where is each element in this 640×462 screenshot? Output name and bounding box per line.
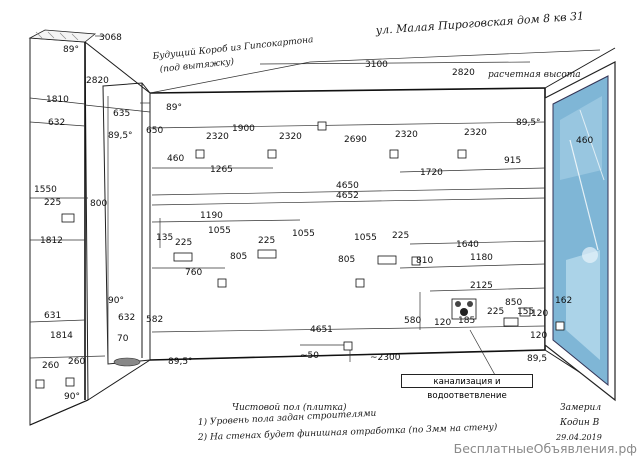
dim-4652: 4652	[336, 191, 359, 201]
dim-225a: 225	[44, 198, 61, 208]
dim-1055b: 1055	[292, 229, 315, 239]
dim-4650: 4650	[336, 181, 359, 191]
ceiling-height-note: расчетная высота	[488, 70, 581, 80]
socket-left	[61, 213, 75, 223]
signature-date: 29.04.2019	[555, 433, 602, 442]
dim-2820b: 2820	[452, 68, 475, 78]
address-text: ул. Малая Пироговская дом 8 кв 31	[374, 9, 584, 37]
watermark: БесплатныеОбъявления.рф	[453, 441, 637, 456]
sewer-legend-label: канализация и водоответвление	[401, 374, 533, 401]
dim-460b: 460	[576, 136, 593, 146]
dim-810: 810	[416, 256, 433, 266]
dim-1814: 1814	[50, 331, 73, 341]
dim-4651: 4651	[310, 325, 333, 335]
dim-2320c: 2320	[395, 130, 418, 140]
dim-120a: 120	[434, 318, 451, 328]
dim-760: 760	[185, 268, 202, 278]
dim-1180: 1180	[470, 253, 493, 263]
dim-225c: 225	[258, 236, 275, 246]
dim-120c: 120	[530, 331, 547, 341]
dim-89-5a: 89,5°	[108, 131, 133, 141]
dim-1720: 1720	[420, 168, 443, 178]
dim-1812: 1812	[40, 236, 63, 246]
dim-800: 800	[90, 199, 107, 209]
signature-name: Кодин В	[559, 418, 600, 428]
dim-89-5d: 89,5	[527, 354, 547, 364]
dim-3100: 3100	[365, 60, 388, 70]
dim-582: 582	[146, 315, 163, 325]
dim-90b: 90°	[64, 392, 80, 402]
dim-260a: 260	[42, 361, 59, 371]
socket-upper-center	[317, 121, 327, 131]
dim-631: 631	[44, 311, 61, 321]
dim-1810: 1810	[46, 95, 69, 105]
sockets	[35, 121, 565, 389]
dim-225e: 225	[487, 307, 504, 317]
dim-2690: 2690	[344, 135, 367, 145]
dim-580: 580	[404, 316, 421, 326]
dimension-lines	[29, 35, 546, 376]
dim-2320b: 2320	[279, 132, 302, 142]
dim-1900: 1900	[232, 124, 255, 134]
dim-162: 162	[555, 296, 572, 306]
back-wall	[149, 87, 546, 361]
signature-measured: Замерил	[560, 403, 601, 413]
dim-3068: 3068	[99, 33, 122, 43]
dim-1640: 1640	[456, 240, 479, 250]
dim-90: 90°	[108, 296, 124, 306]
dim-632: 632	[48, 118, 65, 128]
dim-155: 155	[517, 307, 534, 317]
dim-2320a: 2320	[206, 132, 229, 142]
left-wall-niche	[28, 29, 97, 426]
dim-850: 850	[505, 298, 522, 308]
dim-50: ~50	[300, 351, 319, 361]
dim-260b: 260	[68, 357, 85, 367]
ceiling-edge-left	[84, 41, 151, 94]
dim-1265: 1265	[210, 165, 233, 175]
dim-2320d: 2320	[464, 128, 487, 138]
dim-70: 70	[117, 334, 129, 344]
dim-2300: ~2300	[370, 353, 401, 363]
dim-89-5b: 89,5°	[516, 118, 541, 128]
dim-89-tl: 89°	[63, 45, 79, 55]
dim-89-5c: 89,5°	[168, 357, 193, 367]
dim-89-c: 89°	[166, 103, 182, 113]
dim-650: 650	[146, 126, 163, 136]
dim-2820a: 2820	[86, 76, 109, 86]
dim-915: 915	[504, 156, 521, 166]
dim-135: 135	[156, 233, 173, 243]
floor-edge-left	[87, 359, 151, 401]
dim-635: 635	[113, 109, 130, 119]
dim-225d: 225	[392, 231, 409, 241]
dim-632b: 632	[118, 313, 135, 323]
dim-2125: 2125	[470, 281, 493, 291]
dim-1550: 1550	[34, 185, 57, 195]
dim-225b: 225	[175, 238, 192, 248]
dim-120b: 120	[531, 309, 548, 319]
dim-805a: 805	[230, 252, 247, 262]
sewer-outlets	[451, 298, 477, 320]
dim-185: 185	[458, 316, 475, 326]
dim-1055a: 1055	[208, 226, 231, 236]
dim-1190: 1190	[200, 211, 223, 221]
dim-805b: 805	[338, 255, 355, 265]
ceiling-line	[149, 61, 311, 94]
dim-460a: 460	[167, 154, 184, 164]
floor-title: Чистовой пол (плитка)	[232, 402, 347, 413]
drain-pipe	[113, 357, 141, 367]
window	[544, 61, 616, 402]
dimension-labels: 3068 89° 2820 1810 632 635 89,5° 650 89°…	[34, 33, 593, 402]
dim-1055c: 1055	[354, 233, 377, 243]
